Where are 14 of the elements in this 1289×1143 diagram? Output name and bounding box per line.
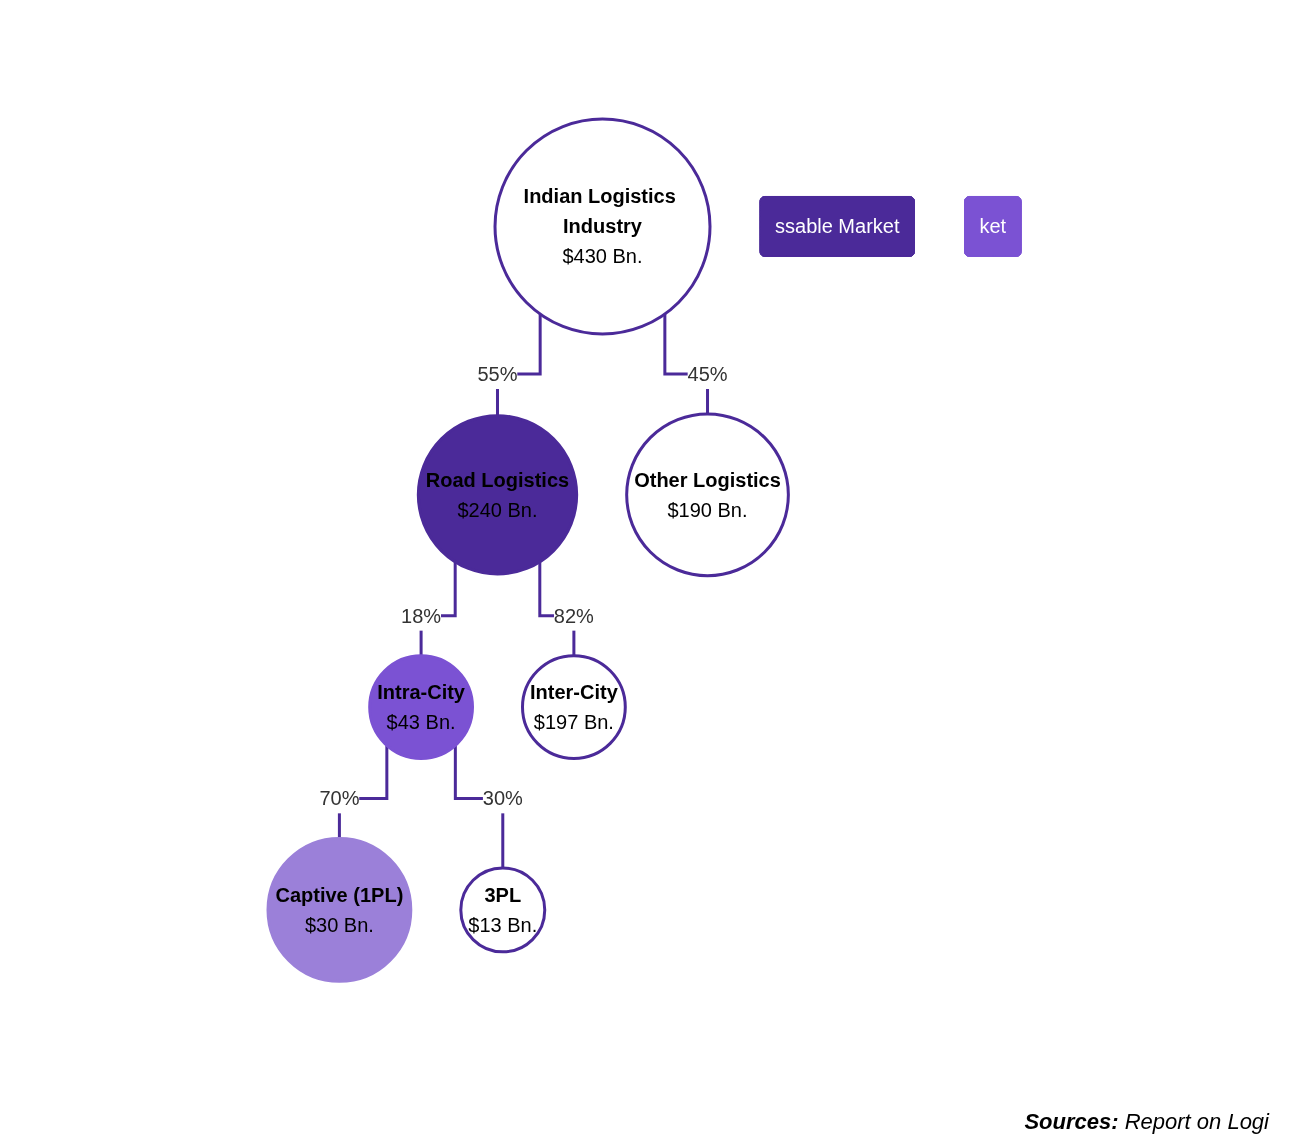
node-circle: Inter-City $197 Bn.	[520, 654, 627, 761]
edge-label: 70%	[319, 787, 360, 810]
node-circle: Captive (1PL) $30 Bn.	[266, 837, 413, 984]
edge-label: 82%	[553, 605, 594, 628]
node-circle: Other Logistics $190 Bn.	[625, 412, 790, 578]
source-note: Sources: Report on Logi	[1023, 1108, 1271, 1136]
edge-label: 45%	[687, 363, 728, 386]
node-circle: Intra-City $43 Bn.	[368, 654, 474, 761]
node-circle: 3PL $13 Bn.	[459, 866, 547, 954]
node-circle: Road Logistics $240 Bn.	[416, 414, 579, 576]
edge-label: 18%	[400, 605, 442, 628]
edge-label: 30%	[482, 787, 523, 810]
edge-label: 55%	[477, 363, 518, 386]
node-circle: Indian Logistics Industry $430 Bn.	[493, 117, 712, 336]
